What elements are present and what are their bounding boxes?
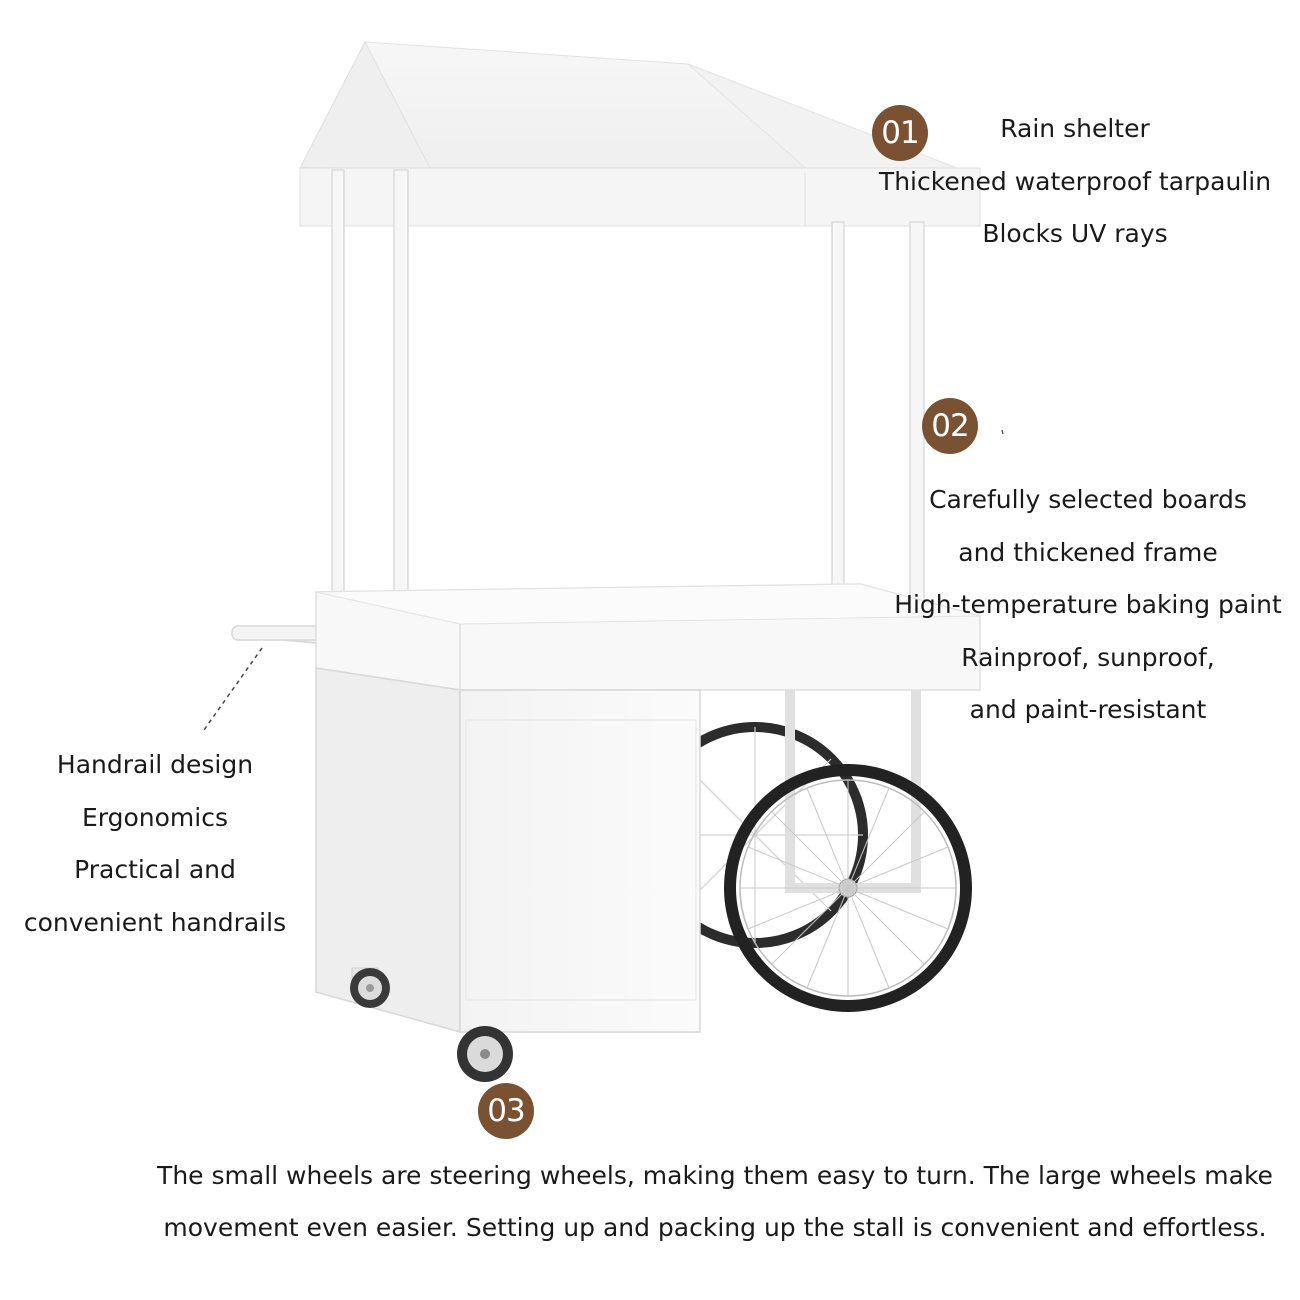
cart-cabinet [315, 667, 701, 1033]
handrail-line: Ergonomics [81, 802, 228, 832]
feature-01-line: Rain shelter [1000, 114, 1150, 143]
feature-badge-01: 01 [872, 105, 928, 161]
large-wheel-front [724, 764, 972, 1012]
cart-counter [315, 583, 981, 691]
feature-02-leader-tick [1001, 429, 1004, 435]
feature-text-01: Rain shelter Thickened waterproof tarpau… [860, 103, 1290, 261]
handrail-text: Handrail design Ergonomics Practical and… [10, 739, 300, 949]
canopy-poles [331, 169, 925, 651]
caster-wheel-back [350, 967, 390, 1008]
caster-wheel-front [457, 1026, 513, 1082]
feature-badge-02: 02 [922, 398, 978, 454]
handrail-leader-line [203, 647, 263, 731]
feature-02-line: Carefully selected boards [929, 485, 1247, 514]
feature-badge-03: 03 [478, 1083, 534, 1139]
feature-text-02: Carefully selected boards and thickened … [888, 474, 1288, 737]
handrail-line: Practical and [74, 855, 236, 884]
feature-01-line: Blocks UV rays [982, 219, 1168, 248]
feature-02-line: Rainproof, sunproof, [961, 642, 1215, 672]
handrail-line: convenient handrails [23, 907, 287, 937]
feature-text-03: The small wheels are steering wheels, ma… [155, 1150, 1275, 1254]
feature-02-line: and paint-resistant [969, 695, 1207, 724]
feature-02-line: and thickened frame [958, 537, 1218, 567]
feature-03-line: The small wheels are steering wheels, ma… [157, 1161, 1273, 1190]
feature-02-line: High-temperature baking paint [894, 590, 1282, 619]
handrail-line: Handrail design [56, 750, 254, 779]
feature-03-line: movement even easier. Setting up and pac… [163, 1213, 1267, 1242]
feature-01-line: Thickened waterproof tarpaulin [878, 166, 1272, 196]
